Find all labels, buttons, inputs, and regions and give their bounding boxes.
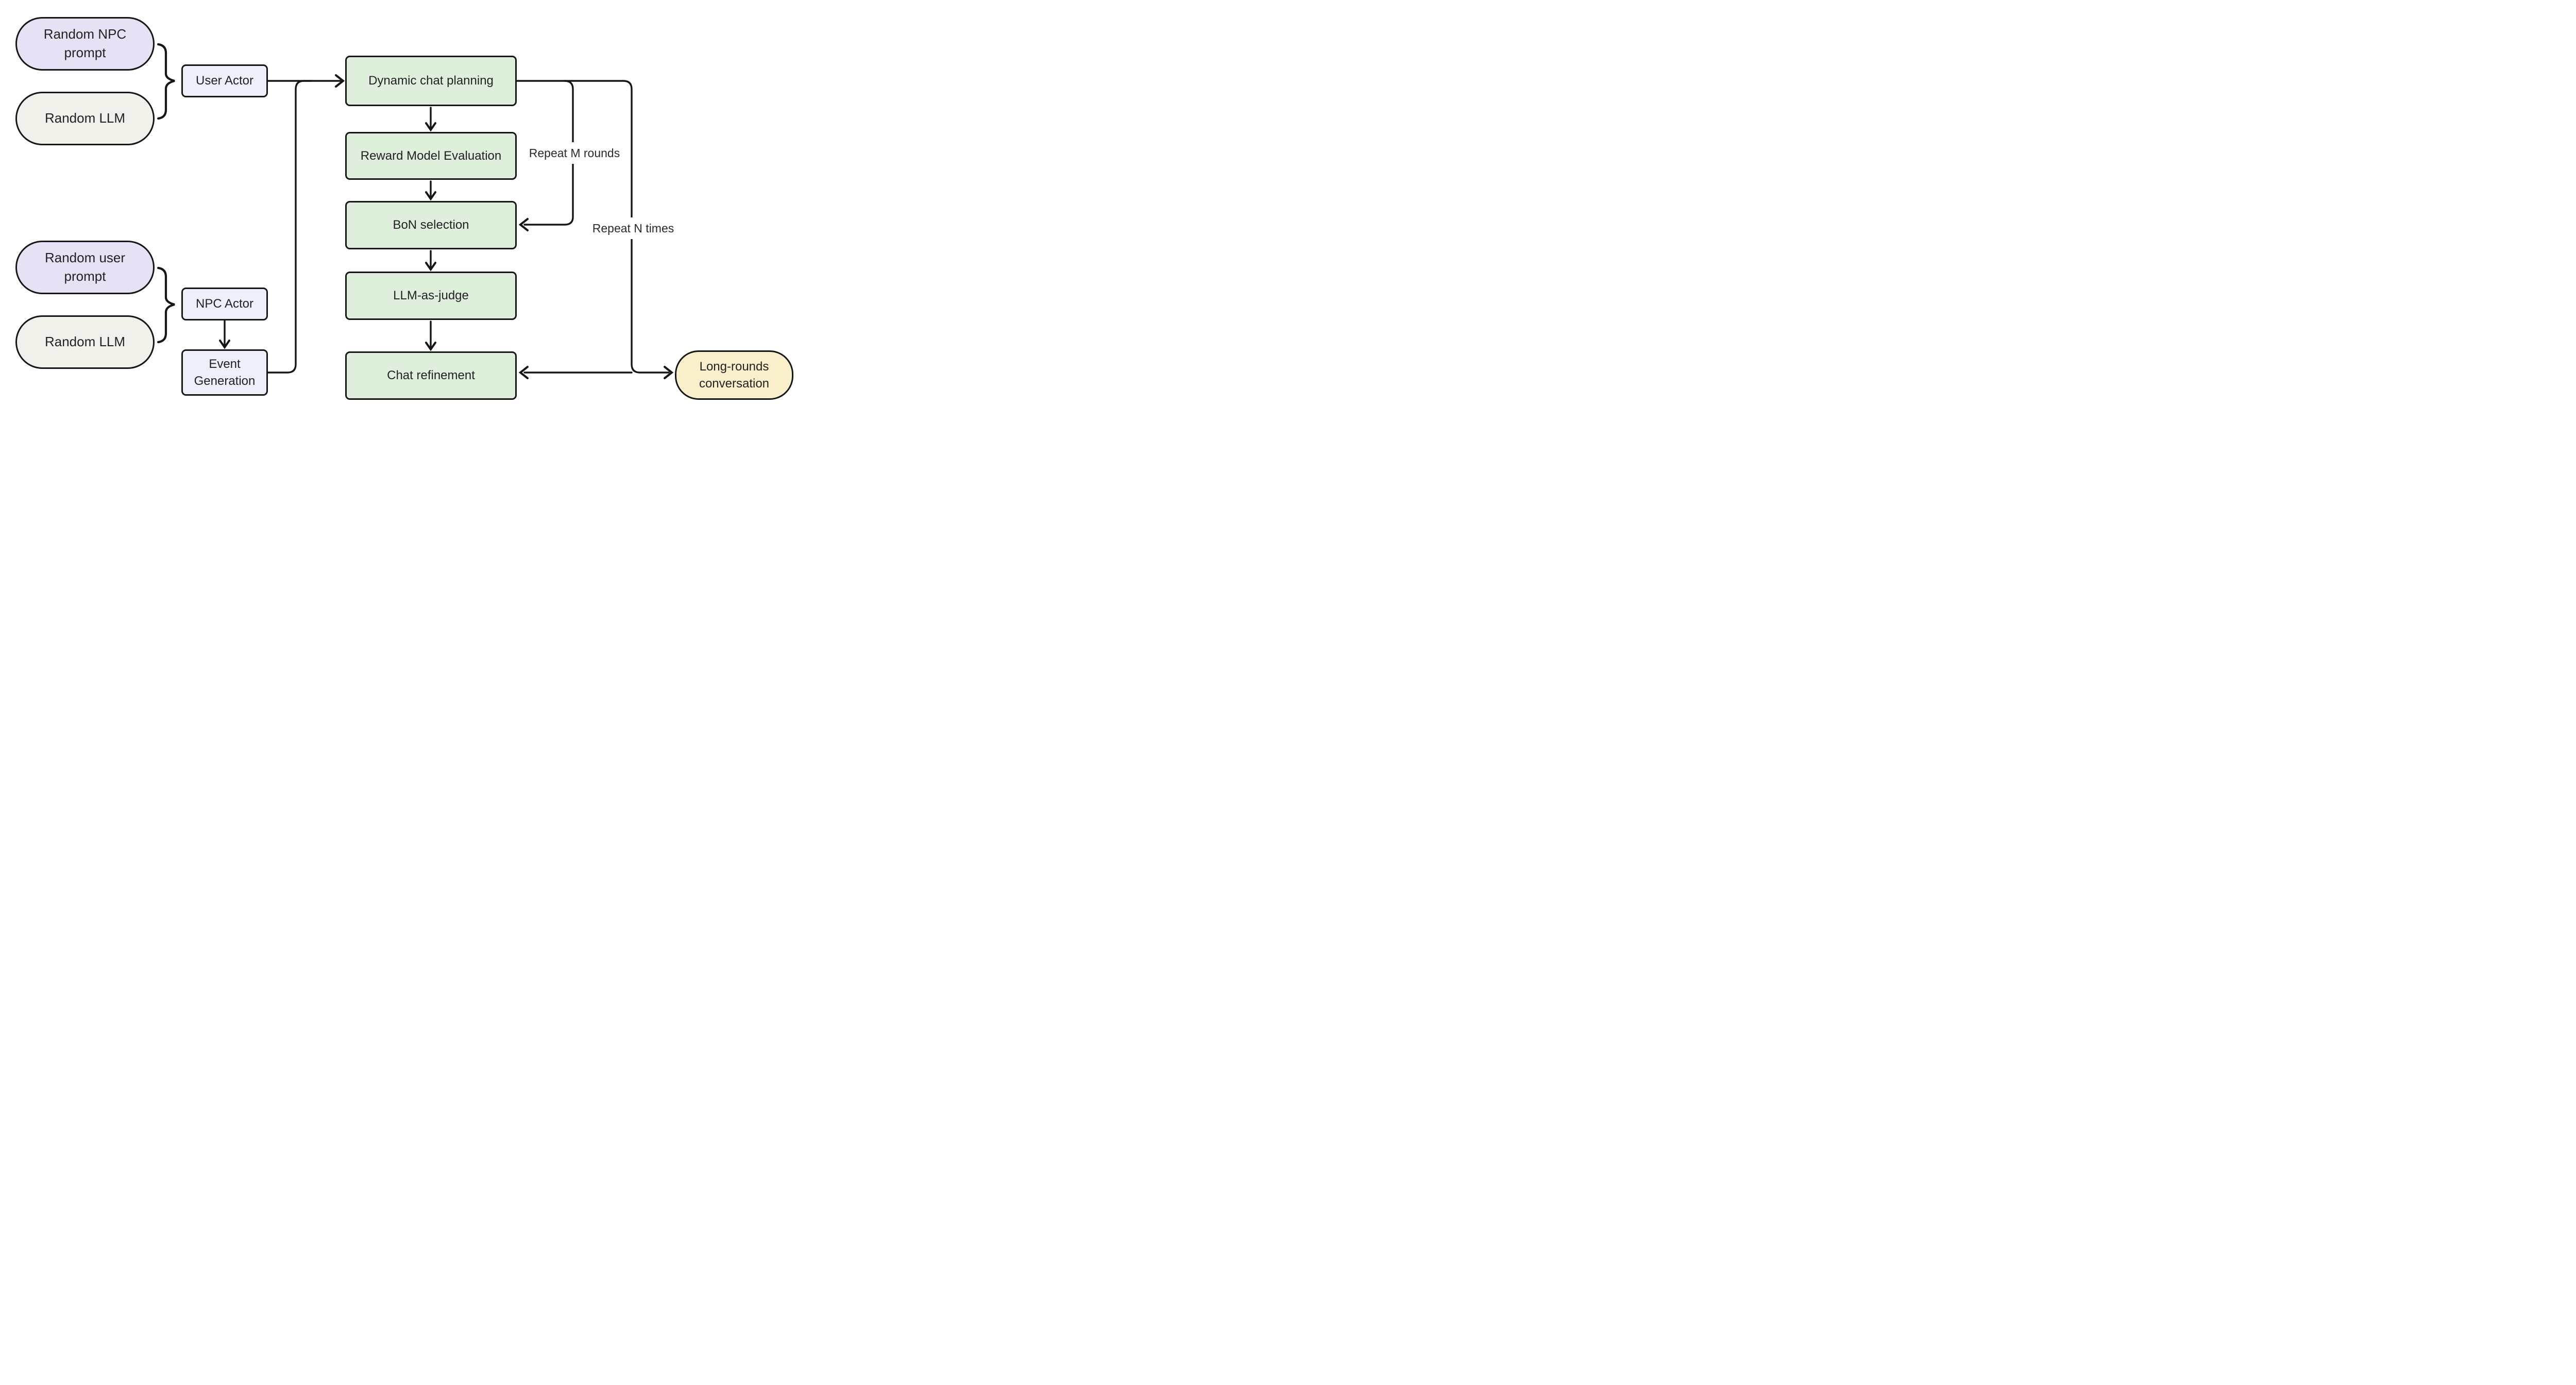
node-npc-actor: NPC Actor	[181, 288, 268, 320]
node-llm-as-judge: LLM-as-judge	[345, 272, 517, 320]
node-event-generation: Event Generation	[181, 349, 268, 396]
node-label-line: prompt	[64, 45, 106, 60]
node-random-npc-prompt: Random NPC prompt	[15, 17, 155, 71]
brace-npc-actor	[157, 266, 175, 344]
node-user-actor: User Actor	[181, 64, 268, 97]
node-long-rounds-conversation: Long-rounds conversation	[675, 350, 793, 400]
brace-user-actor	[157, 43, 175, 120]
node-label-line: conversation	[699, 377, 770, 391]
node-label-line: Random LLM	[44, 110, 126, 126]
node-dynamic-chat-planning: Dynamic chat planning	[345, 56, 517, 106]
node-label-line: LLM-as-judge	[393, 289, 469, 303]
edge-event-generation-merge	[267, 80, 312, 374]
node-bon-selection: BoN selection	[345, 201, 517, 249]
arrowhead-into-reward	[425, 122, 436, 132]
node-random-llm-bottom: Random LLM	[15, 315, 155, 369]
flowchart-canvas: Random NPC prompt Random LLM Random user…	[0, 0, 808, 419]
node-label-line: Dynamic chat planning	[368, 74, 494, 88]
node-label-line: Random user	[44, 250, 126, 266]
arrowhead-into-chat-refinement	[518, 366, 529, 379]
loop-label-repeat-n-times: Repeat N times	[590, 217, 676, 239]
edge-repeat-m-loop	[523, 80, 574, 226]
node-label-line: prompt	[64, 268, 106, 284]
node-label-line: Chat refinement	[387, 368, 475, 383]
node-label-line: NPC Actor	[195, 297, 254, 311]
arrowhead-into-judge	[425, 262, 436, 272]
arrowhead-into-bon-loop	[518, 218, 529, 231]
arrowhead-into-refinement	[425, 342, 436, 351]
node-label-line: Random NPC	[43, 26, 127, 42]
node-label-line: BoN selection	[393, 218, 469, 232]
arrowhead-into-event	[219, 340, 230, 349]
node-random-llm-top: Random LLM	[15, 92, 155, 145]
arrowhead-into-planning	[335, 74, 345, 88]
node-label-line: Random LLM	[44, 334, 126, 350]
node-label-line: Reward Model Evaluation	[360, 148, 502, 163]
arrowhead-into-long-rounds	[664, 366, 674, 379]
node-label-line: Generation	[194, 374, 256, 388]
arrowhead-into-bon	[425, 191, 436, 201]
node-label-line: Long-rounds	[699, 359, 769, 374]
loop-label-repeat-m-rounds: Repeat M rounds	[526, 142, 623, 164]
node-label-line: User Actor	[195, 74, 254, 88]
node-chat-refinement: Chat refinement	[345, 351, 517, 400]
node-label-line: Event	[209, 357, 241, 371]
node-random-user-prompt: Random user prompt	[15, 241, 155, 294]
node-reward-model-evaluation: Reward Model Evaluation	[345, 132, 517, 180]
